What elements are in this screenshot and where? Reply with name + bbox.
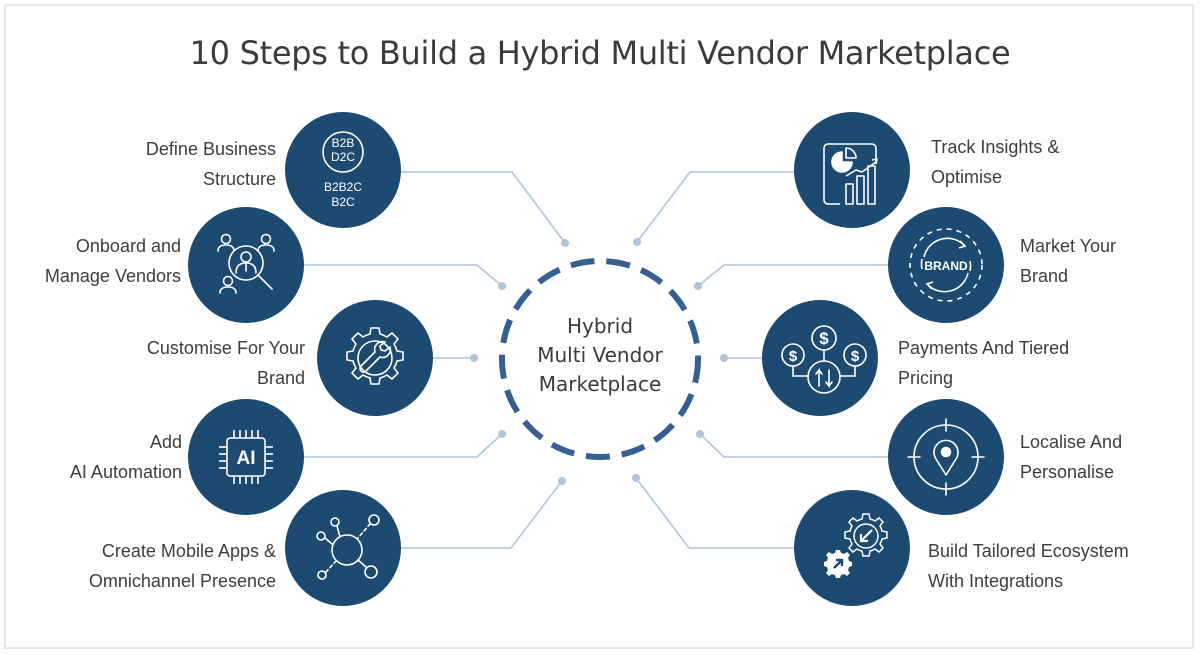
step-9-label-line-2: Personalise: [1020, 462, 1115, 482]
ai-chip-label: AI: [237, 448, 256, 469]
payments-exchange-icon: [781, 325, 867, 394]
step-2-label-line-1: Onboard and: [75, 236, 181, 256]
location-target-icon: [907, 418, 985, 496]
dollar-sign-right: $: [851, 348, 860, 365]
connector-dots: [470, 238, 728, 485]
step-10-icon-circle: [794, 490, 910, 606]
infographic-frame: [4, 4, 1194, 649]
step-1-label-line-2: Structure: [202, 169, 276, 189]
step-4-icon-circle: AI: [188, 399, 304, 515]
step-2-icon-circle: [188, 207, 304, 323]
icon-label-b2c: B2C: [331, 195, 355, 209]
step-7-label-line-2: Brand: [1020, 266, 1069, 286]
step-9-icon-circle: [888, 399, 1004, 515]
icon-label-b2b: B2B: [332, 136, 355, 150]
step-2-label-line-2: Manage Vendors: [44, 266, 181, 286]
center-line-2: Multi Vendor: [537, 343, 663, 367]
connector-dot: [470, 354, 478, 362]
connector-dot: [720, 354, 728, 362]
center-hub-label: Hybrid Multi Vendor Marketplace: [500, 312, 700, 399]
connector-step-9: [699, 433, 889, 458]
step-5-label-line-2: Omnichannel Presence: [88, 571, 276, 591]
brand-label: BRAND: [924, 259, 968, 273]
step-5-icon-circle: [285, 490, 401, 606]
connector-step-5: [400, 480, 563, 549]
ai-chip-icon: [219, 430, 273, 484]
step-9-label-line-1: Localise And: [1020, 432, 1123, 452]
connector-dot: [696, 430, 704, 438]
step-8-label-line-1: Payments And Tiered: [898, 338, 1070, 358]
dollar-sign-left: $: [789, 348, 798, 365]
step-7-label: Market Your Brand: [1020, 231, 1116, 291]
step-9-label: Localise And Personalise: [1020, 427, 1122, 487]
step-3-label-line-2: Brand: [256, 368, 305, 388]
icon-label-d2c: D2C: [331, 150, 355, 164]
integration-gears-icon: [824, 513, 888, 578]
step-6-label-line-2: Optimise: [931, 167, 1003, 187]
step-10-label-line-2: With Integrations: [928, 571, 1064, 591]
vendor-search-icon: [217, 233, 275, 294]
connector-dot: [632, 474, 640, 482]
step-1-label: Define Business Structure: [146, 134, 276, 194]
connector-step-6: [636, 171, 795, 243]
step-7-icon-circle: BRAND: [888, 207, 1004, 323]
center-dashed-ring: [499, 258, 701, 460]
step-6-label-line-1: Track Insights &: [931, 137, 1060, 157]
brand-cycle-icon: [909, 228, 983, 302]
step-3-icon-circle: [317, 300, 433, 416]
analytics-report-icon: [823, 143, 878, 205]
step-6-icon-circle: [794, 112, 910, 228]
connector-lines: [303, 171, 889, 549]
step-6-label: Track Insights & Optimise: [931, 132, 1059, 192]
connector-dot: [498, 282, 506, 290]
connector-step-1: [400, 171, 566, 244]
step-1-icon-circle: B2B D2C B2B2C B2C: [285, 112, 401, 228]
business-models-icon: B2B D2C B2B2C B2C: [322, 131, 364, 209]
network-hub-icon: [316, 514, 380, 580]
icon-label-b2b2c: B2B2C: [324, 180, 362, 194]
connector-dot: [558, 477, 566, 485]
step-4-label-line-1: Add: [149, 432, 182, 452]
step-5-label: Create Mobile Apps & Omnichannel Presenc…: [89, 536, 276, 596]
connector-dot: [694, 282, 702, 290]
step-8-label-line-2: Pricing: [898, 368, 954, 388]
connector-step-7: [697, 264, 889, 287]
step-8-label: Payments And Tiered Pricing: [898, 333, 1069, 393]
connector-step-10: [635, 477, 795, 549]
step-4-label-line-2: AI Automation: [69, 462, 182, 482]
center-line-3: Marketplace: [538, 372, 662, 396]
step-8-icon-circle: $ $ $: [762, 300, 878, 416]
connector-dot: [561, 239, 569, 247]
connector-dot: [633, 238, 641, 246]
step-1-label-line-1: Define Business: [145, 139, 276, 159]
connector-dot: [498, 430, 506, 438]
connector-step-4: [303, 433, 503, 458]
step-7-label-line-1: Market Your: [1020, 236, 1117, 256]
step-5-label-line-1: Create Mobile Apps &: [101, 541, 276, 561]
step-3-label-line-1: Customise For Your: [146, 338, 305, 358]
dollar-sign-top: $: [819, 329, 829, 348]
connector-step-2: [303, 264, 503, 287]
page-title: 10 Steps to Build a Hybrid Multi Vendor …: [189, 34, 1011, 72]
step-2-label: Onboard and Manage Vendors: [45, 231, 181, 291]
step-10-label-line-1: Build Tailored Ecosystem: [928, 541, 1129, 561]
step-10-label: Build Tailored Ecosystem With Integratio…: [928, 536, 1129, 596]
step-3-label: Customise For Your Brand: [147, 333, 305, 393]
center-line-1: Hybrid: [566, 314, 634, 338]
step-4-label: Add AI Automation: [70, 427, 182, 487]
gear-wrench-icon: [346, 327, 404, 385]
